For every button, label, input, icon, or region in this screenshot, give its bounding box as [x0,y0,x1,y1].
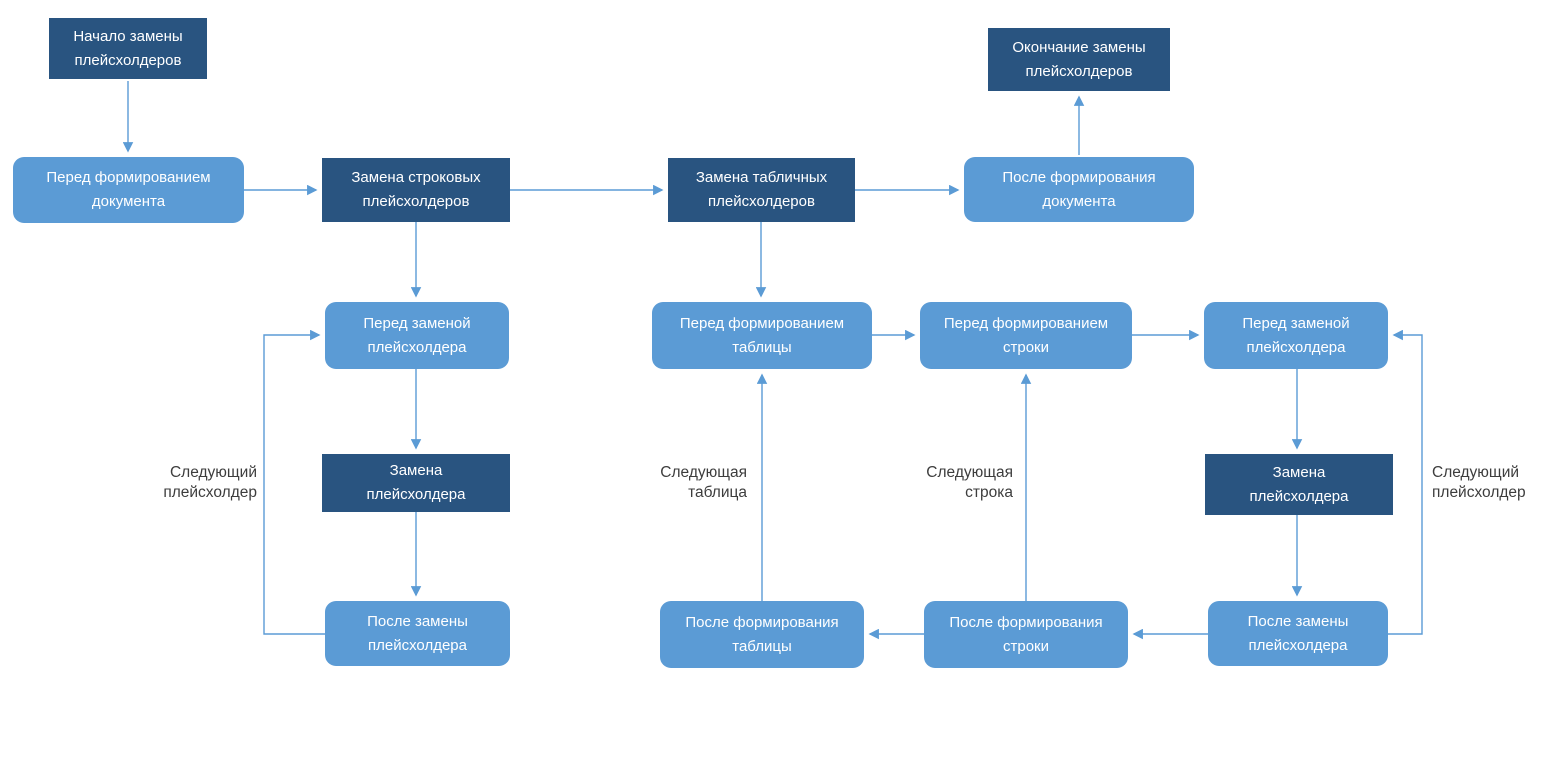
node-replace-placeholder-right: Замена плейсхолдера [1205,454,1393,515]
node-start: Начало замены плейсхолдеров [49,18,207,79]
node-before-table: Перед формированием таблицы [652,302,872,369]
node-replace-placeholder-right-label: Замена плейсхолдера [1249,463,1349,505]
node-replace-placeholder-left-label: Замена плейсхолдера [366,462,466,503]
edge-label-next-placeholder-right: Следующий плейсхолдер [1432,464,1526,501]
node-after-placeholder-right-label: После замены плейсхолдера [1247,612,1349,654]
node-after-table: После формирования таблицы [660,601,864,668]
node-after-row: После формирования строки [924,601,1128,668]
node-before-placeholder-left-label: Перед заменой плейсхолдера [363,314,471,356]
node-start-label: Начало замены плейсхолдеров [73,27,183,69]
node-replace-string-placeholders-label: Замена строковых плейсхолдеров [351,169,481,210]
edge-label-next-table: Следующая таблица [660,464,747,501]
node-before-document-label: Перед формированием документа [46,169,211,210]
node-before-placeholder-right: Перед заменой плейсхолдера [1204,302,1388,369]
node-before-row: Перед формированием строки [920,302,1132,369]
node-before-placeholder-left: Перед заменой плейсхолдера [325,302,509,369]
node-before-table-label: Перед формированием таблицы [679,314,845,356]
node-before-row-label: Перед формированием строки [943,314,1109,356]
edge-loop-next-placeholder-right [1388,329,1423,635]
node-after-document-label: После формирования документа [1002,168,1156,210]
node-replace-table-placeholders-label: Замена табличных плейсхолдеров [695,169,828,210]
node-replace-string-placeholders: Замена строковых плейсхолдеров [322,158,510,222]
node-before-placeholder-right-label: Перед заменой плейсхолдера [1242,314,1350,356]
node-end-label: Окончание замены плейсхолдеров [1012,38,1146,80]
node-after-placeholder-left: После замены плейсхолдера [325,601,510,666]
node-end: Окончание замены плейсхолдеров [988,28,1170,91]
edge-loop-next-placeholder-left [263,329,325,635]
node-after-placeholder-right: После замены плейсхолдера [1208,601,1388,666]
node-after-table-label: После формирования таблицы [685,613,839,655]
node-after-placeholder-left-label: После замены плейсхолдера [367,612,468,654]
edge-label-next-row: Следующая строка [926,464,1013,501]
node-after-row-label: После формирования строки [949,613,1103,655]
node-replace-table-placeholders: Замена табличных плейсхолдеров [668,158,855,222]
node-after-document: После формирования документа [964,157,1194,222]
node-before-document: Перед формированием документа [13,157,244,223]
node-replace-placeholder-left: Замена плейсхолдера [322,454,510,512]
edge-label-next-placeholder-left: Следующий плейсхолдер [163,464,257,501]
